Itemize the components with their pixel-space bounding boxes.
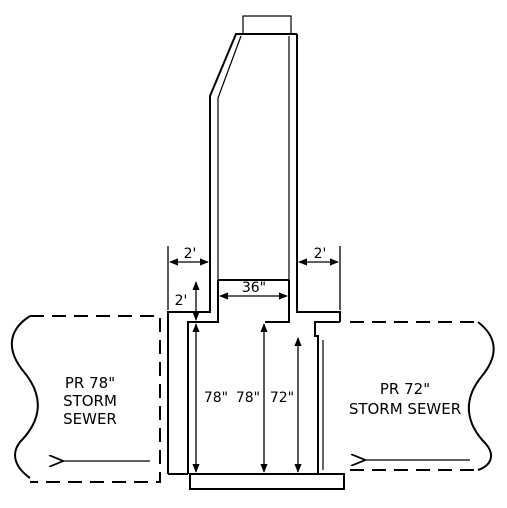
left-pipe-label-line3: SEWER xyxy=(63,410,117,428)
chamber-right-wall xyxy=(314,321,340,474)
chamber-right-ledge xyxy=(296,262,341,322)
left-offset-label: 2' xyxy=(184,246,197,262)
left-height-label: 78" xyxy=(204,390,228,406)
chamber-left-wall xyxy=(167,262,211,474)
left-pipe-label-line1: PR 78" xyxy=(65,374,115,392)
riser-cap xyxy=(242,15,292,35)
chamber-right-inner-ledge xyxy=(265,280,290,323)
riser-left-outer-wall xyxy=(209,33,237,262)
right-height-label: 72" xyxy=(270,390,294,406)
left-pipe-label-line2: STORM xyxy=(63,392,117,410)
right-offset-label: 2' xyxy=(314,246,327,262)
right-pipe-label-line1: PR 72" xyxy=(380,380,430,398)
right-pipe-break-line xyxy=(468,321,495,471)
riser-shaft xyxy=(167,15,345,490)
dimensions: 2' 2' 36" 2' 78" 78" 72" xyxy=(167,246,341,473)
left-pipe-outline xyxy=(30,315,161,483)
base-slab xyxy=(189,473,345,490)
right-storm-sewer-pipe: PR 72" STORM SEWER xyxy=(349,321,495,471)
center-height-label: 78" xyxy=(236,390,260,406)
top-gap-label: 2' xyxy=(175,293,188,309)
shaft-width-label: 36" xyxy=(242,280,266,296)
left-storm-sewer-pipe: PR 78" STORM SEWER xyxy=(10,315,161,483)
right-pipe-label-line2: STORM SEWER xyxy=(349,400,461,418)
chamber-left-inner-wall xyxy=(187,280,219,474)
riser-left-inner-wall xyxy=(217,35,242,280)
left-pipe-break-line xyxy=(10,315,39,479)
